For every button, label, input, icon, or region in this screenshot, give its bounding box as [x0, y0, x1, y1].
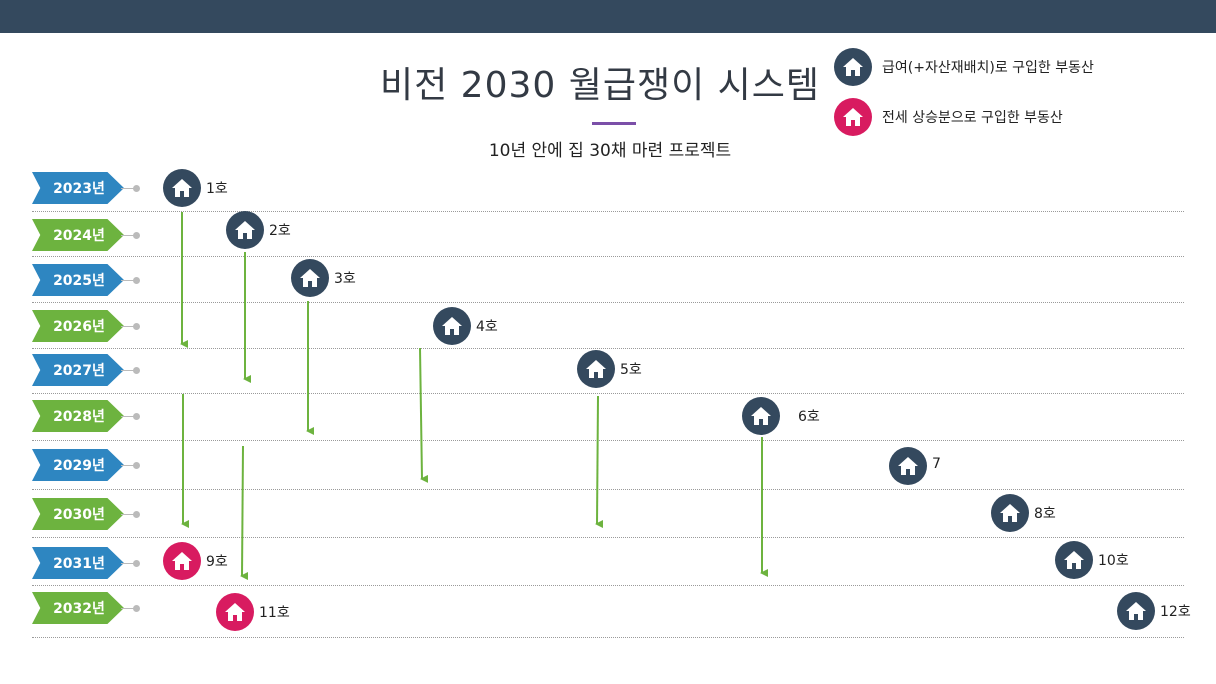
- row-divider: [32, 211, 1184, 212]
- house-icon: [577, 350, 615, 388]
- house-icon: [1117, 592, 1155, 630]
- flow-arrow: [419, 347, 429, 483]
- year-label: 2024년: [53, 228, 105, 244]
- house-icon: [991, 494, 1029, 532]
- connector-line: [121, 370, 135, 371]
- house-icon: [226, 211, 264, 249]
- house-icon: [742, 397, 780, 435]
- year-tag: 2027년: [32, 354, 124, 386]
- year-tag: 2023년: [32, 172, 124, 204]
- property-label: 9호: [206, 554, 228, 570]
- title-underline: [592, 122, 636, 125]
- year-label: 2030년: [53, 507, 105, 523]
- connector-line: [121, 188, 135, 189]
- page-subtitle: 10년 안에 집 30채 마련 프로젝트: [488, 141, 732, 161]
- connector-dot: [133, 232, 140, 239]
- row-divider: [32, 537, 1184, 538]
- property-label: 7: [932, 456, 941, 472]
- row-divider: [32, 489, 1184, 490]
- year-label: 2023년: [53, 181, 105, 197]
- year-label: 2028년: [53, 409, 105, 425]
- connector-line: [121, 608, 135, 609]
- house-icon: [834, 98, 872, 136]
- connector-dot: [133, 511, 140, 518]
- year-label: 2026년: [53, 319, 105, 335]
- year-label: 2031년: [53, 556, 105, 572]
- year-tag: 2029년: [32, 449, 124, 481]
- year-tag: 2032년: [32, 592, 124, 624]
- legend-salary-label: 급여(+자산재배치)로 구입한 부동산: [882, 60, 1094, 76]
- connector-line: [121, 465, 135, 466]
- row-divider: [32, 302, 1184, 303]
- connector-line: [121, 326, 135, 327]
- row-divider: [32, 348, 1184, 349]
- year-tag: 2030년: [32, 498, 124, 530]
- connector-dot: [133, 462, 140, 469]
- page-title: 비전 2030 월급쟁이 시스템: [380, 65, 821, 106]
- top-bar: [0, 0, 1216, 33]
- property-label: 11호: [259, 605, 290, 621]
- connector-dot: [133, 413, 140, 420]
- connector-line: [121, 563, 135, 564]
- connector-dot: [133, 367, 140, 374]
- property-label: 1호: [206, 181, 228, 197]
- house-icon: [834, 48, 872, 86]
- row-divider: [32, 393, 1184, 394]
- year-tag: 2024년: [32, 219, 124, 251]
- house-icon: [291, 259, 329, 297]
- connector-line: [121, 514, 135, 515]
- year-tag: 2028년: [32, 400, 124, 432]
- property-label: 8호: [1034, 506, 1056, 522]
- property-label: 3호: [334, 271, 356, 287]
- flow-arrow: [595, 395, 604, 529]
- connector-dot: [133, 560, 140, 567]
- house-icon: [1055, 541, 1093, 579]
- connector-line: [121, 235, 135, 236]
- row-divider: [32, 256, 1184, 257]
- property-label: 5호: [620, 362, 642, 378]
- house-icon: [433, 307, 471, 345]
- property-label: 10호: [1098, 553, 1129, 569]
- year-tag: 2031년: [32, 547, 124, 579]
- house-icon: [163, 542, 201, 580]
- row-divider: [32, 585, 1184, 586]
- legend-salary: 급여(+자산재배치)로 구입한 부동산: [834, 48, 1094, 86]
- house-icon: [889, 447, 927, 485]
- connector-line: [121, 416, 135, 417]
- legend-jeonse: 전세 상승분으로 구입한 부동산: [834, 98, 1063, 136]
- property-label: 6호: [798, 409, 820, 425]
- connector-dot: [133, 277, 140, 284]
- row-divider: [32, 440, 1184, 441]
- connector-dot: [133, 323, 140, 330]
- year-label: 2025년: [53, 273, 105, 289]
- year-tag: 2026년: [32, 310, 124, 342]
- year-tag: 2025년: [32, 264, 124, 296]
- house-icon: [163, 169, 201, 207]
- property-label: 2호: [269, 223, 291, 239]
- connector-dot: [133, 605, 140, 612]
- connector-line: [121, 280, 135, 281]
- house-icon: [216, 593, 254, 631]
- row-divider: [32, 637, 1184, 638]
- legend-jeonse-label: 전세 상승분으로 구입한 부동산: [882, 110, 1063, 126]
- property-label: 4호: [476, 319, 498, 335]
- property-label: 12호: [1160, 604, 1191, 620]
- connector-dot: [133, 185, 140, 192]
- year-label: 2027년: [53, 363, 105, 379]
- flow-arrow: [240, 445, 249, 581]
- year-label: 2032년: [53, 601, 105, 617]
- year-label: 2029년: [53, 458, 105, 474]
